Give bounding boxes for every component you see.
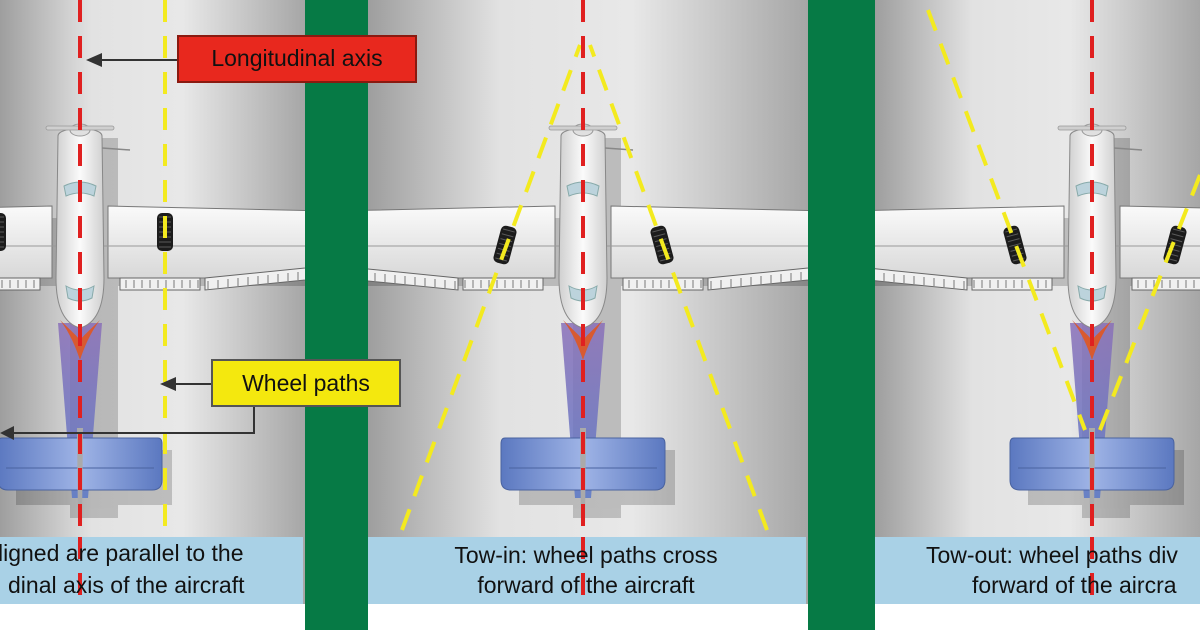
- caption-aligned-line2: dinal axis of the aircraft: [8, 572, 245, 598]
- panel-aligned: [0, 0, 305, 600]
- divider-right: [808, 0, 875, 630]
- caption-tow-out: Tow-out: wheel paths div forward of the …: [875, 537, 1200, 604]
- caption-tow-in: Tow-in: wheel paths cross forward of the…: [368, 537, 806, 604]
- caption-aligned: ligned are parallel to the dinal axis of…: [0, 537, 303, 604]
- callout-wheel-paths: Wheel paths: [0, 359, 401, 440]
- wheel-paths-label: Wheel paths: [242, 370, 370, 396]
- tire-left-aligned: [0, 212, 7, 252]
- wheel-path-left-tow-out: [926, 9, 1087, 431]
- wheel-path-left-tow-in: [400, 44, 582, 531]
- caption-tow-in-line1: Tow-in: wheel paths cross: [454, 542, 717, 568]
- caption-tow-out-line1: Tow-out: wheel paths div: [926, 542, 1178, 568]
- panel-tow-in: [368, 0, 808, 600]
- longitudinal-axis-label: Longitudinal axis: [211, 45, 382, 71]
- arrow-icon: [86, 53, 102, 67]
- panel-tow-out-bg: [875, 0, 1200, 605]
- arrow-icon: [160, 377, 176, 391]
- panel-aligned-bg: [0, 0, 305, 605]
- caption-aligned-line1: ligned are parallel to the: [0, 540, 244, 566]
- wheel-path-right-tow-in: [588, 44, 769, 531]
- arrow-icon: [0, 426, 14, 440]
- caption-tow-out-line2: forward of the aircra: [972, 572, 1177, 598]
- wheel-path-right-tow-out: [1098, 174, 1200, 431]
- panel-tow-out: [875, 0, 1200, 600]
- caption-tow-in-line2: forward of the aircraft: [477, 572, 695, 598]
- callout-longitudinal-axis: Longitudinal axis: [86, 35, 417, 83]
- divider-left: [305, 0, 368, 630]
